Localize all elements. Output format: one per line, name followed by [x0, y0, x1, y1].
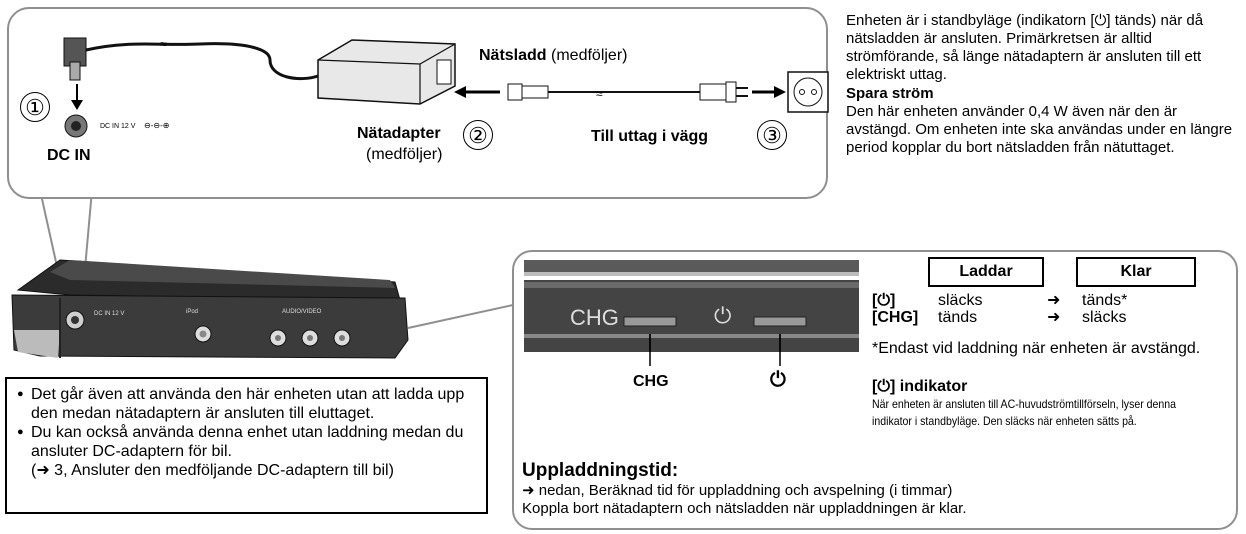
save-power-title: Spara ström — [846, 85, 934, 102]
device-av-label: AUDIO/VIDEO — [282, 309, 322, 315]
note-2: Du kan också använda denna enhet utan la… — [17, 423, 478, 461]
header-done: Klar — [1076, 257, 1196, 287]
row2-arrow: ➜ — [1047, 309, 1061, 326]
adapter-sub-label: (medföljer) — [366, 146, 443, 163]
charge-time-title: Uppladdningstid: — [522, 460, 679, 481]
step-1-marker: ① — [20, 92, 50, 122]
indicator-leaders — [649, 334, 781, 366]
save-power-paragraph: Den här enheten använder 0,4 W även när … — [846, 103, 1233, 156]
row1-done: tänds* — [1082, 292, 1128, 309]
chg-caption: CHG — [633, 373, 669, 390]
row2-charging: tänds — [938, 309, 978, 326]
power-info-text: Enheten är i standbyläge (indikatorn [⏻]… — [846, 12, 1244, 157]
device-illustration: DC IN 12 V iPod AUDIO/VIDEO — [11, 189, 514, 359]
svg-text:≈: ≈ — [596, 87, 603, 101]
chg-panel-text: CHG — [570, 305, 619, 330]
row1-arrow: ➜ — [1047, 292, 1061, 309]
dc-in-label: DC IN — [47, 147, 91, 164]
indicator-drawing — [524, 260, 859, 352]
note-2-reference: (➜ 3, Ansluter den medföljande DC-adapte… — [31, 462, 394, 479]
outlet-label: Till uttag i vägg — [591, 128, 709, 145]
svg-text:⊖-⊖-⊕: ⊖-⊖-⊕ — [144, 121, 169, 130]
cord-label: Nätsladd (medföljer) — [479, 47, 628, 64]
header-charging: Laddar — [928, 257, 1044, 287]
dc-in-small-label: DC IN 12 V — [100, 123, 136, 130]
charge-time-line1: ➜ nedan, Beräknad tid för uppladdning oc… — [522, 482, 953, 499]
charge-time-line2: Koppla bort nätadaptern och nätsladden n… — [522, 500, 967, 517]
standby-paragraph: Enheten är i standbyläge (indikatorn [⏻]… — [846, 12, 1204, 83]
row1-label: [⏻] — [872, 292, 896, 309]
row1-charging: släcks — [938, 292, 983, 309]
footnote: *Endast vid laddning när enheten är avst… — [872, 340, 1201, 357]
status-table: [⏻] släcks ➜ tänds* [CHG] tänds ➜ släcks — [872, 291, 1212, 329]
note-1: Det går även att använda den här enheten… — [17, 385, 478, 423]
power-caption: ⏻ — [770, 369, 786, 391]
adapter-label: Nätadapter — [357, 125, 441, 142]
notes-box: Det går även att använda den här enheten… — [5, 377, 488, 514]
device-dc-label: DC IN 12 V — [94, 311, 124, 317]
row2-done: släcks — [1082, 309, 1127, 326]
step-3-marker: ③ — [757, 120, 787, 150]
svg-text:≈: ≈ — [160, 37, 167, 51]
indicator-title: [⏻] indikator — [872, 378, 968, 395]
power-symbol-panel: ⏻ — [714, 303, 732, 328]
connection-drawing: ≈ DC IN 12 V ⊖-⊖-⊕ ≈ — [63, 37, 829, 138]
indicator-text: När enheten är ansluten till AC-huvudstr… — [872, 397, 1177, 428]
step-2-marker: ② — [463, 120, 493, 150]
row2-label: [CHG] — [872, 309, 919, 326]
device-ipod-label: iPod — [186, 309, 198, 315]
